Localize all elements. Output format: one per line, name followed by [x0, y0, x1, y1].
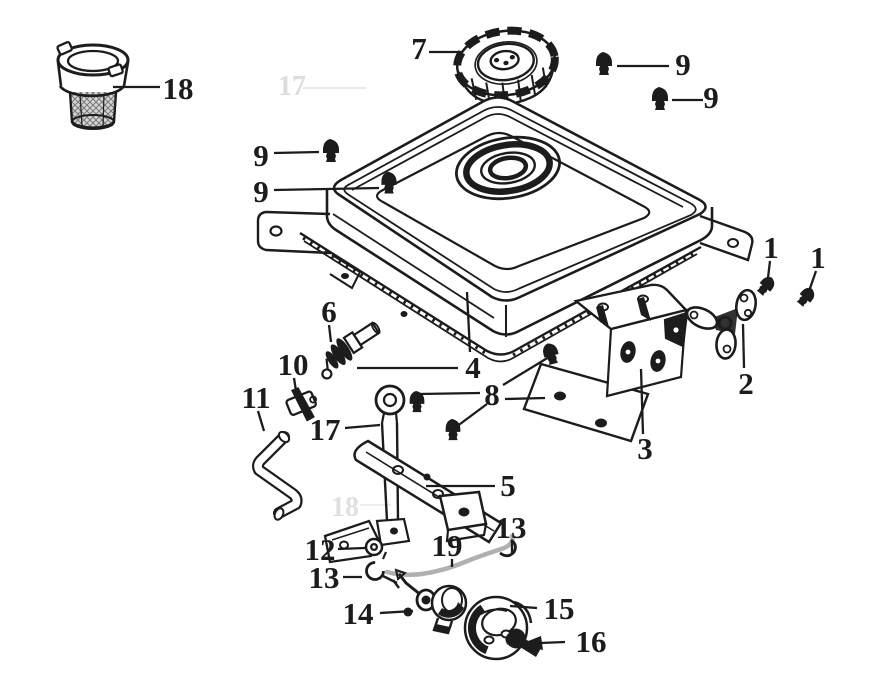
part-label-16: 16 — [576, 624, 607, 659]
part-label-13b: 13 — [496, 510, 527, 545]
part-label-18: 18 — [163, 71, 194, 106]
tank-mount-bracket-right — [685, 288, 758, 360]
bracket-bolt-1 — [754, 273, 778, 298]
part-label-9d: 9 — [253, 174, 269, 209]
part-label-13a: 13 — [309, 560, 340, 595]
bracket-bolt-8 — [541, 341, 561, 366]
rubber-stud — [637, 297, 651, 321]
leader-line-9d — [273, 186, 380, 192]
hose-clamp-left — [365, 551, 400, 589]
part-label-3: 3 — [637, 431, 653, 466]
part-label-8: 8 — [484, 377, 500, 412]
strainer-notch — [56, 40, 73, 56]
leader-line-4 — [465, 291, 472, 353]
leader-line-1b — [806, 270, 818, 295]
strainer-notch — [107, 63, 124, 78]
rubber-stud — [596, 305, 609, 327]
leader-line-17 — [344, 423, 381, 430]
leader-line-6 — [327, 324, 333, 343]
leader-line-8 — [502, 356, 550, 386]
leader-line-8 — [418, 391, 481, 396]
bracket-bolt-8 — [445, 418, 461, 441]
leader-line-8 — [455, 403, 488, 428]
part-label-17: 17 — [310, 412, 341, 447]
part-label-14: 14 — [343, 596, 374, 631]
part-label-6: 6 — [321, 294, 337, 329]
part-label-19: 19 — [432, 528, 463, 563]
part-label-15: 15 — [544, 591, 575, 626]
pull-rod — [374, 384, 411, 547]
flange-bolt-9 — [652, 87, 668, 110]
leader-lines — [113, 50, 818, 650]
leader-line-15 — [509, 604, 538, 610]
cup-screw — [505, 628, 541, 657]
part-label-12: 12 — [305, 532, 336, 567]
bracket-bolt-1 — [794, 284, 818, 309]
leader-line-12 — [337, 546, 366, 551]
leader-line-9c — [273, 150, 320, 155]
filler-neck-opening — [455, 135, 561, 201]
fuel-outlet-joint — [321, 321, 381, 380]
leader-line-14 — [379, 609, 414, 615]
fuel-petcock — [394, 568, 468, 635]
part-label-9c: 9 — [253, 138, 269, 173]
leader-line-1a — [766, 260, 772, 279]
leader-arrowhead-16 — [518, 636, 543, 650]
tank-mount-bracket-center — [522, 283, 689, 443]
flange-bolt-9 — [596, 52, 612, 75]
fuel-strainer — [56, 40, 130, 130]
mount-nut — [364, 537, 384, 557]
part-label-9b: 9 — [703, 80, 719, 115]
leader-line-8 — [504, 396, 546, 401]
part-label-1b: 1 — [810, 240, 826, 275]
part-label-2: 2 — [738, 366, 754, 401]
leader-line-2 — [741, 323, 746, 369]
hose-clamp-right — [499, 538, 517, 558]
part-label-5: 5 — [500, 468, 516, 503]
fuel-hose — [252, 430, 303, 521]
ghost-17: 17 — [278, 71, 306, 102]
ghost-18: 18 — [331, 492, 359, 523]
flange-left-tab — [256, 210, 332, 255]
flange-right-wing — [699, 214, 754, 262]
part-label-10: 10 — [278, 347, 309, 382]
fuel-cap — [453, 26, 559, 106]
leader-line-11 — [256, 410, 266, 432]
leader-line-3 — [639, 368, 645, 435]
part-label-9a: 9 — [675, 47, 691, 82]
support-bar-bracket — [323, 439, 503, 564]
leader-line-16 — [539, 640, 566, 645]
flange-bolt-9 — [323, 139, 339, 162]
leader-line-10 — [292, 377, 298, 392]
part-label-4: 4 — [465, 350, 481, 385]
part-label-1a: 1 — [763, 230, 779, 265]
part-label-11: 11 — [241, 380, 270, 415]
part-label-7: 7 — [411, 31, 427, 66]
hose-clip — [285, 387, 318, 422]
